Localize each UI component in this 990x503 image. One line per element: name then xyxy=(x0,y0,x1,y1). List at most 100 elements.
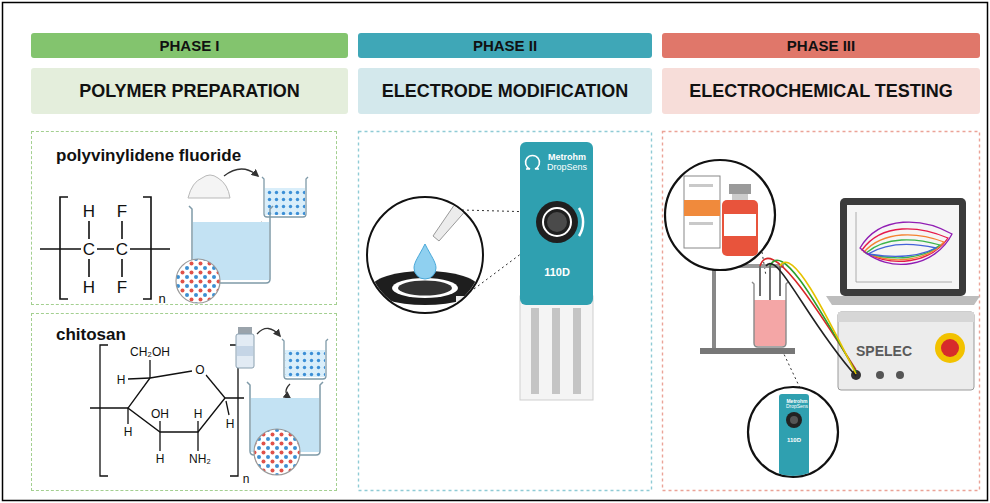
phase-header: PHASE II xyxy=(358,33,652,58)
vial-cap xyxy=(238,327,252,334)
vial-neck xyxy=(732,194,748,200)
atom-symbol: H xyxy=(116,374,127,386)
atom-symbol: H xyxy=(193,408,204,420)
cell-liquid xyxy=(754,300,786,346)
phase-header: PHASE III xyxy=(662,33,980,58)
chitosan-structure xyxy=(197,421,198,451)
polymer-drop xyxy=(414,244,436,279)
atom-symbol: F xyxy=(116,203,128,220)
model-number: 110D xyxy=(787,437,801,443)
emergency-stop-button xyxy=(941,339,959,357)
laptop-base xyxy=(826,296,980,305)
voltammogram-curves xyxy=(866,240,940,258)
solvent-fill xyxy=(265,188,305,215)
working-electrode xyxy=(547,212,567,232)
laptop-screen xyxy=(840,198,966,296)
cable xyxy=(780,262,856,374)
zoom-content xyxy=(371,158,503,305)
phase-panel xyxy=(359,132,652,491)
screen-printed-electrode xyxy=(520,142,593,305)
atom-group: CH₂OH xyxy=(129,346,171,358)
repeat-subscript: n xyxy=(242,473,251,485)
vial xyxy=(236,334,254,368)
working-electrode xyxy=(790,416,798,424)
cable xyxy=(766,264,856,376)
phase-panel xyxy=(663,132,980,491)
potentiostat xyxy=(838,312,974,390)
electrochemical-cell xyxy=(752,282,788,347)
electrode-pad xyxy=(456,296,472,303)
chitosan-structure xyxy=(90,345,244,476)
atom-group: NH₂ xyxy=(188,453,212,465)
electrode-zoom xyxy=(779,394,809,486)
brand-logo-text: DropSens xyxy=(547,163,587,172)
electrode-cell xyxy=(536,201,578,243)
panel-heading: polyvinylidene fluoride xyxy=(56,146,241,166)
instrument-brand: SPELEC xyxy=(856,344,912,358)
contact-strip xyxy=(531,308,539,394)
emergency-stop xyxy=(935,333,965,363)
repeat-subscript: n xyxy=(157,292,166,305)
atom-symbol: H xyxy=(82,279,96,296)
contact-strip xyxy=(552,308,560,394)
electrode-ring xyxy=(543,208,571,236)
potentiostat-top xyxy=(838,312,974,322)
cable xyxy=(770,260,856,372)
phase-label: ELECTRODE MODIFICATION xyxy=(382,81,629,102)
electrode-gap xyxy=(392,278,458,298)
panel-heading: chitosan xyxy=(56,325,126,345)
polymer-mixture-zoom xyxy=(254,429,300,475)
zoom-circle xyxy=(665,160,775,270)
phase-header: PHASE I xyxy=(31,33,348,58)
electrode-contacts xyxy=(520,296,593,400)
atom-symbol: C xyxy=(82,241,96,258)
vial-label xyxy=(237,346,253,356)
atom-symbol: H xyxy=(155,453,166,465)
phase-label: POLYMER PREPARATION xyxy=(79,81,300,102)
screen-printed-electrode xyxy=(779,394,809,486)
solvent-fill xyxy=(285,350,325,377)
vial-label xyxy=(724,214,756,236)
atom-symbol: H xyxy=(225,418,236,430)
working-electrode xyxy=(398,281,452,296)
brand-logo-text: DropSens xyxy=(786,404,808,409)
chitosan-structure xyxy=(149,360,150,378)
chitosan-structure xyxy=(206,375,225,398)
plot-axes xyxy=(856,212,952,282)
cable xyxy=(760,258,856,376)
screen-area xyxy=(847,205,959,289)
voltammogram-curves xyxy=(862,229,948,261)
atom-group: OH xyxy=(150,408,170,420)
polymer-mixture-zoom xyxy=(176,259,220,303)
small-beaker xyxy=(282,339,328,379)
phase-label: PHASE I xyxy=(159,37,219,54)
reference-electrode xyxy=(579,208,583,236)
chitosan-structure xyxy=(127,408,128,424)
knob xyxy=(896,371,904,379)
atom-symbol: H xyxy=(82,203,96,220)
atom-symbol: H xyxy=(123,426,134,438)
pvdf-structure xyxy=(40,248,170,250)
small-beaker xyxy=(262,177,308,217)
chitosan-structure xyxy=(150,371,192,378)
atom-symbol: O xyxy=(194,364,205,376)
pvdf-preparation-illustration xyxy=(176,169,308,303)
outer-frame xyxy=(3,3,988,501)
chitosan-structure xyxy=(90,398,244,408)
phase-label: ELECTROCHEMICAL TESTING xyxy=(689,81,953,102)
atom-symbol: F xyxy=(116,279,128,296)
chitosan-preparation-illustration xyxy=(236,327,328,475)
zoom-circle xyxy=(367,197,483,313)
electrode-wire xyxy=(760,266,780,300)
drug-samples xyxy=(684,176,758,256)
drug-box xyxy=(684,176,720,248)
atom-symbol: C xyxy=(115,241,129,258)
voltammogram-curves xyxy=(868,244,936,256)
vial-cap xyxy=(729,184,751,194)
polymer-panel: chitosan xyxy=(31,313,337,491)
phase-title-band: ELECTROCHEMICAL TESTING xyxy=(662,68,980,114)
drug-box-band xyxy=(684,200,720,216)
electrochemical-testing-illustration xyxy=(665,160,980,486)
chitosan-structure xyxy=(226,401,229,415)
